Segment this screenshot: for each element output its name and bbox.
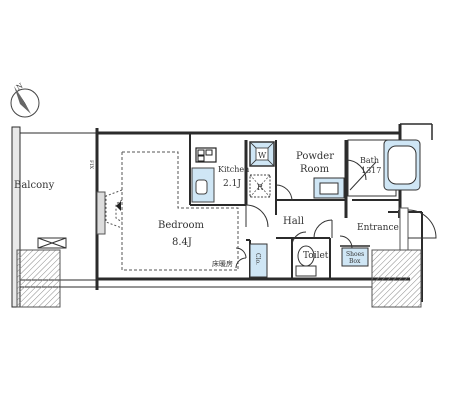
door-shoes <box>339 235 353 249</box>
toilet-label: Toilet <box>303 251 329 261</box>
ac-unit-icon <box>37 237 67 249</box>
door-bath <box>345 159 367 181</box>
shoes-box-label-1: Shoes <box>346 251 364 258</box>
stove-icon <box>195 147 217 163</box>
bedroom-size: 8.4J <box>172 237 192 248</box>
washer-label: W <box>258 151 267 160</box>
door-closet-a <box>235 247 247 259</box>
shoes-box <box>341 247 369 267</box>
door-powder <box>275 184 293 202</box>
door-hall-lower <box>291 231 307 247</box>
bath-partition <box>349 161 377 191</box>
balcony-left-wall <box>11 126 21 308</box>
kitchen-label: Kitchen <box>218 165 249 174</box>
door-hall-toilet <box>313 219 333 239</box>
balcony-label: Balcony <box>14 180 55 191</box>
column-right <box>371 249 422 308</box>
left-window-panel <box>96 191 106 235</box>
washer-icon: W <box>249 141 275 167</box>
bath-size: 1317 <box>361 166 381 175</box>
kitchen-sink-icon <box>195 179 208 195</box>
powder-room-label-1: Powder <box>296 151 334 162</box>
basin-icon <box>313 177 345 199</box>
column-left <box>16 249 61 308</box>
door-closet-b <box>235 257 247 269</box>
shoes-box-label-2: Box <box>349 258 361 265</box>
powder-room-label-2: Room <box>300 164 330 175</box>
fix-window-label: FIX <box>88 160 94 169</box>
door-swings <box>235 159 437 269</box>
bathtub-icon <box>383 139 421 191</box>
bedroom-label: Bedroom <box>158 220 204 231</box>
floor-heating-area <box>121 151 239 271</box>
sliding-window <box>105 189 123 229</box>
fridge-icon: R <box>249 174 271 198</box>
compass-ring <box>10 88 40 118</box>
hall-label: Hall <box>283 216 304 227</box>
kitchen-size: 2.1J <box>223 179 241 189</box>
bath-label: Bath <box>360 156 379 165</box>
door-kitchen <box>245 204 269 228</box>
door-entrance <box>407 209 437 239</box>
fridge-label: R <box>257 183 264 192</box>
window-arrow-icon <box>116 201 121 211</box>
closet-icon <box>249 243 268 278</box>
compass: N <box>10 82 40 118</box>
right-entry-panel <box>399 207 409 251</box>
entrance-label: Entrance <box>357 223 399 233</box>
walls <box>11 123 433 308</box>
toilet-icon <box>295 245 317 277</box>
compass-label: N <box>15 82 24 92</box>
closet-label: Clo. <box>254 253 261 265</box>
floor-heating-label: 床暖房 <box>212 259 233 268</box>
